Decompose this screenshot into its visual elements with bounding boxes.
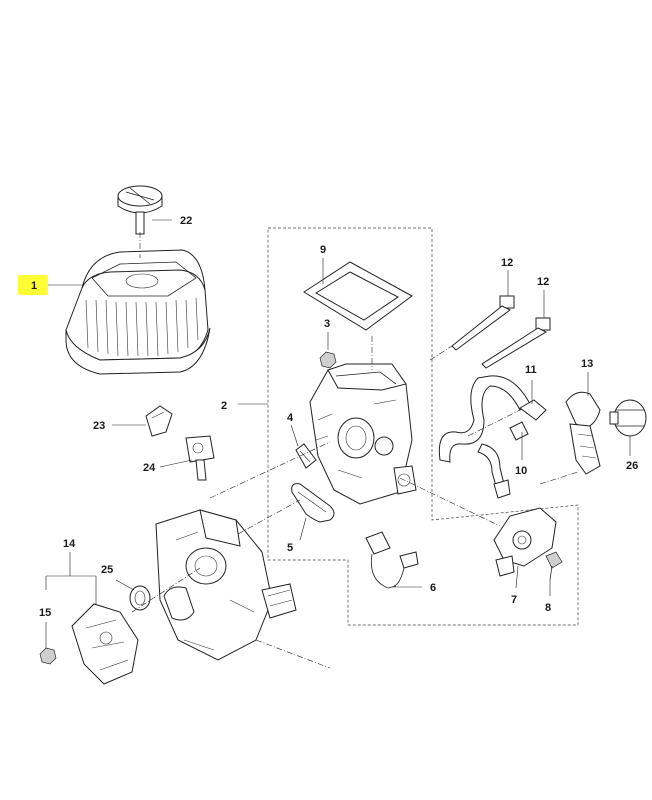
part-25-ring[interactable] [129,585,151,611]
part-26-primer-bulb[interactable] [609,399,647,437]
callout-6[interactable]: 6 [430,582,436,594]
part-7-bracket[interactable] [493,507,557,577]
callout-24[interactable]: 24 [143,462,156,474]
callout-14[interactable]: 14 [63,538,76,550]
part-2-intake-housing[interactable] [309,363,417,505]
callout-11[interactable]: 11 [525,364,537,376]
callout-12a[interactable]: 12 [501,257,513,269]
leader-4 [290,424,299,447]
callout-12b[interactable]: 12 [537,276,549,288]
carburetor-body[interactable] [155,509,297,661]
leader-5 [299,517,307,541]
part-15-nut[interactable] [39,647,57,665]
leader-24 [159,459,193,468]
callout-26[interactable]: 26 [626,460,638,472]
part-9-gasket[interactable] [303,261,413,331]
part-13-primer-housing[interactable] [565,391,601,475]
callout-22[interactable]: 22 [180,215,192,227]
callout-4[interactable]: 4 [287,412,294,424]
part-14-linkage[interactable] [71,603,139,685]
assembly-group-box-main [267,227,579,626]
callout-9[interactable]: 9 [320,244,326,256]
part-22-cap[interactable] [117,185,163,235]
part-4-seal[interactable] [295,443,317,469]
callout-8[interactable]: 8 [545,602,551,614]
callout-7[interactable]: 7 [511,594,517,606]
part-6-wire-harness[interactable] [365,531,419,589]
part-3-nut[interactable] [319,351,337,369]
callout-23[interactable]: 23 [93,420,105,432]
part-12-bolt-b[interactable] [481,317,551,369]
leader-25 [115,579,135,591]
callout-25[interactable]: 25 [101,564,113,576]
part-11-hose[interactable] [438,375,547,463]
callout-5[interactable]: 5 [287,542,293,554]
callout-15[interactable]: 15 [39,607,51,619]
callout-3[interactable]: 3 [324,318,330,330]
part-1-air-filter[interactable] [65,249,211,375]
leader-14 [45,552,97,604]
callout-2[interactable]: 2 [221,400,227,412]
part-8-screw[interactable] [545,551,563,581]
callout-13[interactable]: 13 [581,358,593,370]
callout-10[interactable]: 10 [515,465,527,477]
leader-7 [515,565,519,589]
part-23-connector[interactable] [145,405,173,437]
callout-highlight [18,275,48,295]
part-24-sensor[interactable] [185,435,215,481]
part-5-gasket-ring[interactable] [291,483,335,523]
part-12-bolt-a[interactable] [451,295,515,351]
callout-1[interactable]: 1 [31,280,37,292]
explosion-lines [131,232,579,669]
part-10-fuel-line[interactable] [477,443,511,499]
